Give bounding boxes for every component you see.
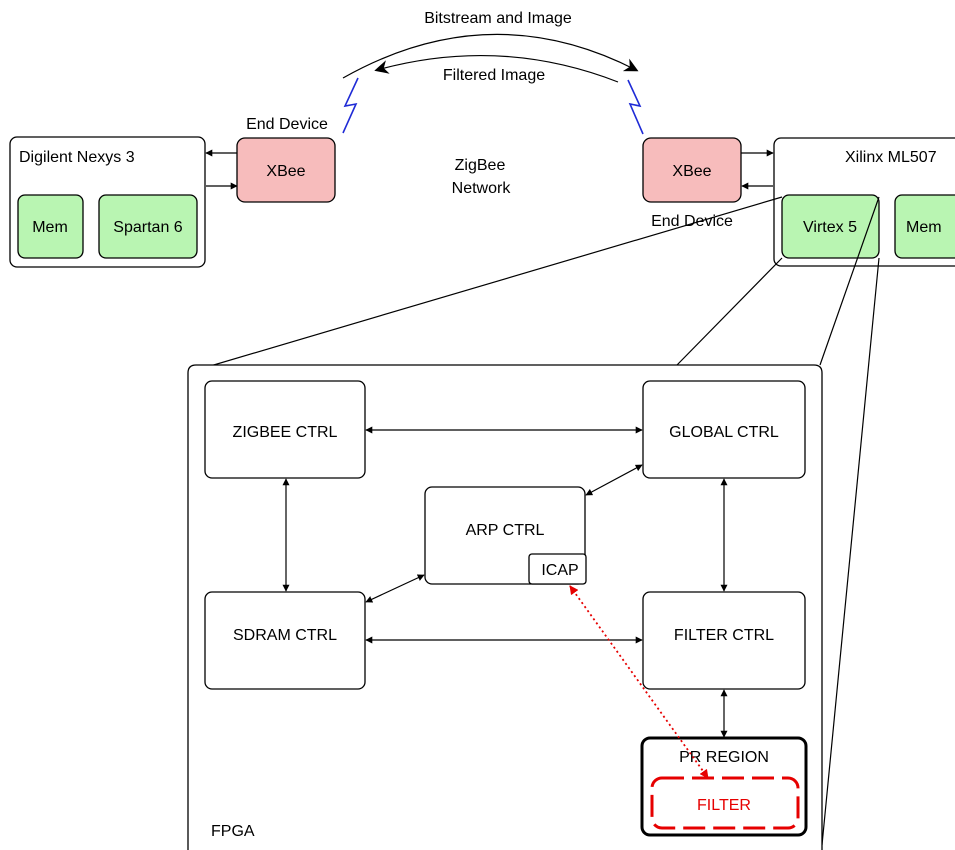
filter-label: FILTER [697,797,751,814]
virtex5-label: Virtex 5 [803,219,857,236]
right-mem-label: Mem [906,219,942,236]
zigbee-ctrl-label: ZIGBEE CTRL [233,424,338,441]
arp-global-link [585,464,643,496]
global-ctrl-block [642,380,806,479]
left-xbee [236,137,336,203]
right-mem-chip [894,194,955,259]
virtex5-chip [781,194,880,259]
arp-ctrl-label: ARP CTRL [466,522,545,539]
network-label-line1: ZigBee [455,157,506,174]
global-ctrl-label: GLOBAL CTRL [669,424,779,441]
bitstream-image-label: Bitstream and Image [424,10,572,27]
fpga-label: FPGA [211,823,255,840]
lightning-bolt-icon [627,79,644,135]
left-end-device-label: End Device [246,116,328,133]
filtered-image-label: Filtered Image [443,67,545,84]
xilinx-board-title: Xilinx ML507 [845,149,937,166]
arp-sdram-link [365,574,425,603]
sdram-ctrl-block [204,591,366,690]
right-xbee [642,137,742,203]
spartan6-label: Spartan 6 [113,219,182,236]
sdram-ctrl-label: SDRAM CTRL [233,627,337,644]
lightning-bolt-icon [342,77,359,134]
filter-ctrl-label: FILTER CTRL [674,627,774,644]
digilent-board-title: Digilent Nexys 3 [19,149,135,166]
left-mem-label: Mem [32,219,68,236]
spartan6-chip [98,194,198,259]
network-label-line2: Network [452,180,512,197]
right-xbee-label: XBee [672,163,711,180]
icap-block [528,553,587,585]
filtered-image-arc [374,54,619,83]
zoom-projection-lines [189,196,880,846]
filter-partition [650,776,800,830]
left-xbee-label: XBee [266,163,305,180]
left-mem-chip [17,194,84,259]
bitstream-image-arc [342,33,639,79]
icap-label: ICAP [541,562,578,579]
zigbee-ctrl-block [204,380,366,479]
